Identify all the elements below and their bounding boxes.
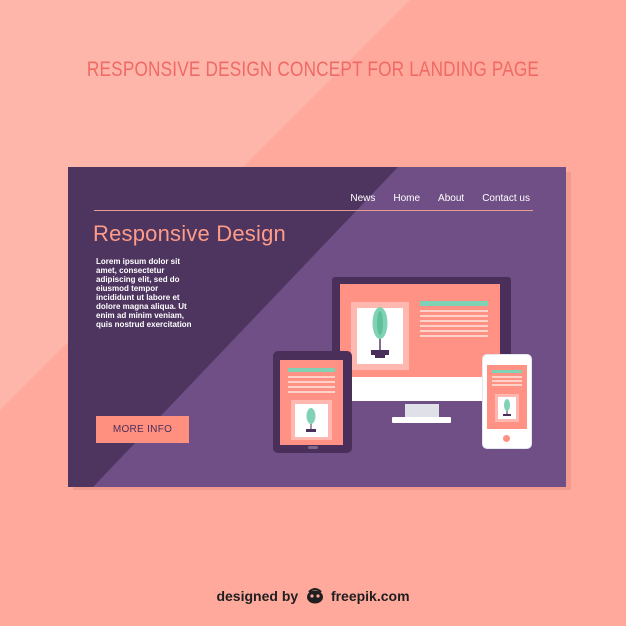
phone-screen [487, 365, 527, 429]
monitor-screen [340, 284, 500, 377]
smartphone-illustration [482, 354, 532, 449]
freepik-logo-icon [306, 588, 324, 607]
monitor-stand [405, 404, 439, 418]
nav-contact-us[interactable]: Contact us [482, 193, 530, 204]
tablet-home-button [308, 446, 318, 449]
monitor-screen-content [351, 301, 488, 370]
nav-home[interactable]: Home [393, 193, 421, 204]
landing-page-mockup: News Home About Contact us Responsive De… [68, 167, 566, 487]
nav-about[interactable]: About [438, 193, 465, 204]
hero-body-text: Lorem ipsum dolor sit amet, consectetur … [96, 257, 192, 329]
main-nav: News Home About Contact us [350, 193, 530, 204]
monitor-base [392, 417, 451, 423]
nav-news[interactable]: News [350, 193, 376, 204]
attribution-credit: designed by freepik.com [0, 588, 626, 607]
designed-by-label: designed by [216, 588, 299, 604]
tablet-screen [280, 360, 343, 445]
tablet-illustration [273, 351, 352, 453]
card-dark-panel [68, 167, 398, 487]
tablet-screen-content [288, 368, 335, 440]
nav-divider [94, 210, 533, 211]
page-headline: RESPONSIVE DESIGN CONCEPT FOR LANDING PA… [86, 58, 540, 81]
hero-title: Responsive Design [93, 221, 286, 246]
desktop-monitor-illustration [332, 277, 511, 401]
more-info-button[interactable]: MORE INFO [96, 416, 189, 443]
phone-home-button [503, 435, 510, 442]
monitor-chin [332, 377, 511, 401]
phone-screen-content [492, 370, 522, 422]
freepik-link[interactable]: freepik.com [330, 588, 410, 604]
